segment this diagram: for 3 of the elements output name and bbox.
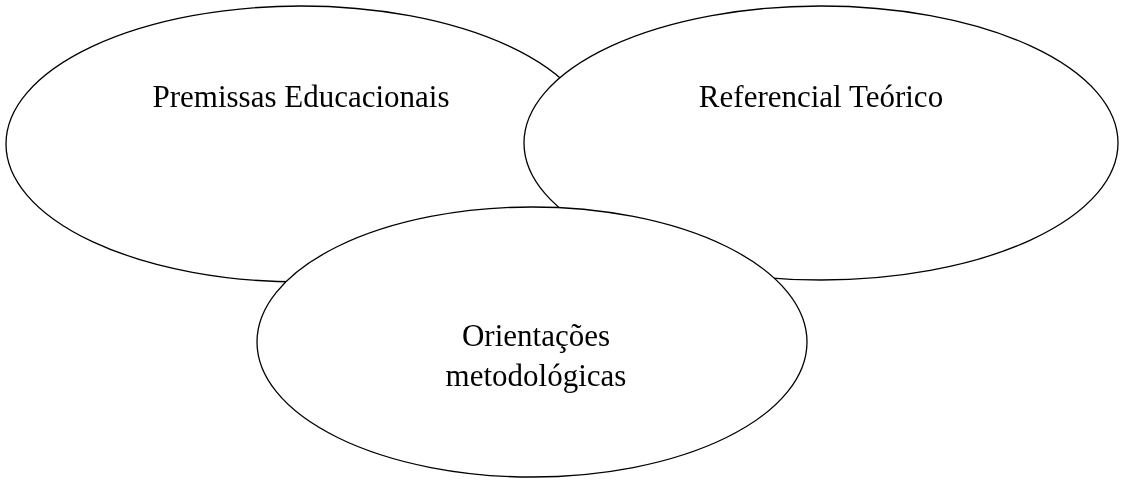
ellipse-label: Premissas Educacionais (152, 77, 450, 116)
ellipse-label: Orientações metodológicas (444, 316, 628, 395)
ellipse-label: Referencial Teórico (698, 77, 944, 116)
